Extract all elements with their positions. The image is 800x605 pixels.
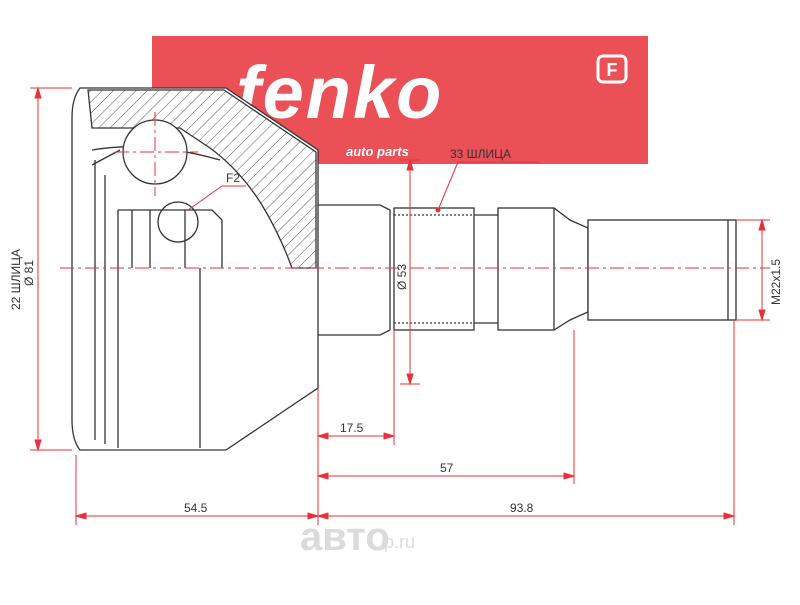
label-d81: Ø 81 (22, 260, 36, 286)
shaft-second-section (497, 207, 555, 331)
arrow (723, 512, 736, 520)
watermark-suffix: р.ru (384, 532, 415, 552)
logo-badge-letter: F (607, 60, 618, 80)
arrow (316, 472, 329, 480)
logo-badge-frame (596, 54, 628, 84)
arrow (34, 439, 42, 452)
dimension-labels: 33 ШЛИЦА F2 22 ШЛИЦА Ø 81 Ø 53 M22x1.5 1… (9, 147, 783, 515)
arrow (383, 432, 396, 440)
ball-lower (157, 201, 199, 243)
leader-dot (435, 207, 441, 213)
dim-value-54-5: 54.5 (184, 501, 208, 515)
label-m22: M22x1.5 (769, 259, 783, 305)
label-f2: F2 (226, 171, 240, 185)
threaded-end (587, 219, 737, 321)
arrow (406, 158, 414, 171)
watermark-text: авто (300, 515, 390, 559)
arrow (758, 309, 766, 322)
arrow (316, 512, 329, 520)
dim-value-57: 57 (440, 461, 454, 475)
label-d53: Ø 53 (395, 264, 409, 290)
arrow (406, 373, 414, 386)
arrow (34, 86, 42, 99)
shaft-shoulder (318, 204, 391, 336)
label-22-splines: 22 ШЛИЦА (9, 249, 23, 310)
leader-33-splines (437, 161, 459, 211)
label-33-splines: 33 ШЛИЦА (450, 147, 511, 161)
arrow (74, 512, 87, 520)
site-watermark: авто р.ru (300, 515, 415, 559)
inner-race (118, 209, 223, 268)
logo-tagline: auto parts (346, 144, 409, 159)
dimension-lines (30, 86, 770, 525)
dim-value-93-8: 93.8 (510, 501, 534, 515)
leader-f2 (187, 185, 223, 211)
shaft-spline-section (393, 207, 475, 331)
arrow (563, 472, 576, 480)
arrow (758, 218, 766, 231)
centerlines (60, 112, 770, 269)
dim-value-17-5: 17.5 (340, 421, 364, 435)
shaft-taper (553, 207, 589, 331)
arrow (316, 432, 329, 440)
arrow (307, 512, 320, 520)
